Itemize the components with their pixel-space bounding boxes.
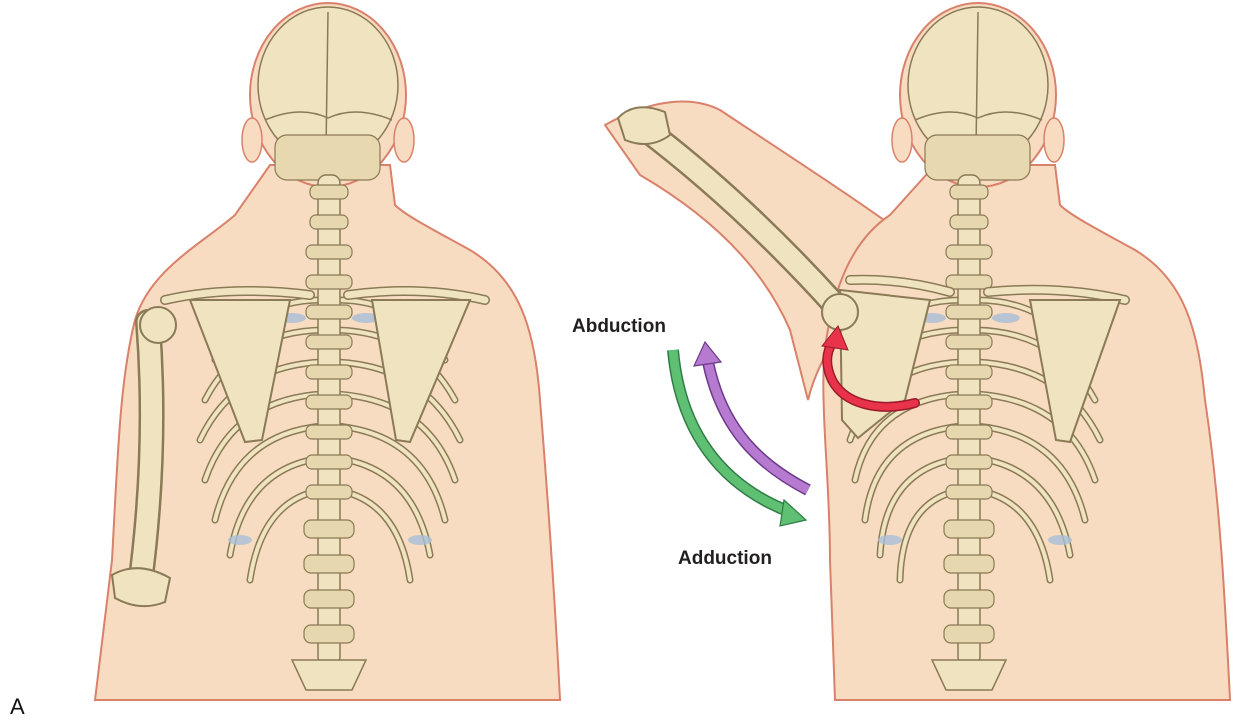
adduction-label: Adduction xyxy=(678,548,772,570)
panel-letter: A xyxy=(10,694,25,720)
left-head xyxy=(242,3,414,187)
abduction-arrow xyxy=(694,342,808,490)
abduction-label: Abduction xyxy=(572,316,666,338)
right-torso-skin xyxy=(823,165,1230,700)
right-head xyxy=(892,3,1064,187)
left-figure xyxy=(95,3,560,700)
right-figure xyxy=(605,3,1230,700)
